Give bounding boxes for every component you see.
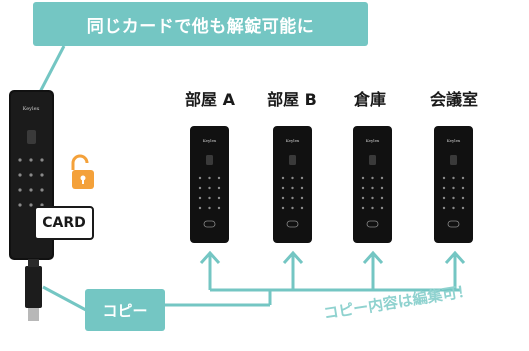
copy-distribution-lines [165, 288, 460, 307]
keypad-key [461, 206, 465, 210]
keypad-key [208, 186, 211, 190]
keypad-key [291, 206, 294, 210]
callout-connector [38, 45, 66, 93]
keypad-key [361, 196, 365, 200]
keypad-key [281, 186, 285, 190]
keypad-key [452, 206, 455, 210]
keypad-key [29, 158, 33, 162]
keypad-key [371, 206, 374, 210]
keypad-key [18, 188, 22, 192]
keypad-key [198, 206, 202, 210]
keypad-key [442, 196, 446, 200]
keypad-key [217, 206, 221, 210]
keypad-key [29, 188, 33, 192]
card-badge: CARD [34, 206, 94, 240]
room-label-a: 部屋 A [185, 90, 235, 109]
keypad-key [380, 186, 384, 190]
keypad-key [198, 176, 202, 180]
device-brand: Keylex [23, 106, 40, 112]
target-device-brand: Keylex [286, 138, 300, 143]
keypad-key [461, 196, 465, 200]
keypad-key [300, 176, 304, 180]
target-keypad-device: Keylex [353, 126, 392, 243]
keypad-key [442, 206, 446, 210]
keypad-key [18, 203, 22, 207]
up-arrow [444, 250, 466, 290]
keypad-key [217, 186, 221, 190]
keypad-key [198, 186, 202, 190]
room-label-storage: 倉庫 [353, 90, 386, 109]
keypad-key [18, 158, 22, 162]
keypad-key [361, 186, 365, 190]
keypad-key [361, 176, 365, 180]
up-arrow [362, 250, 384, 290]
keypad-key [371, 186, 374, 190]
keypad-key [281, 196, 285, 200]
keypad-key [452, 176, 455, 180]
keypad-key [281, 206, 285, 210]
room-label-b: 部屋 B [267, 90, 317, 109]
keypad-key [29, 173, 33, 177]
feature-callout-text: 同じカードで他も解錠可能に [86, 16, 315, 37]
target-device-brand: Keylex [366, 138, 380, 143]
keypad-key [380, 206, 384, 210]
keypad-key [208, 196, 211, 200]
keypad-key [208, 206, 211, 210]
unlocked-padlock-icon [71, 154, 94, 189]
keypad-key [380, 196, 384, 200]
keypad-key [461, 186, 465, 190]
keypad-key [281, 176, 285, 180]
room-label-meeting: 会議室 [429, 90, 478, 109]
target-keypad-device: Keylex [434, 126, 473, 243]
keypad-key [198, 196, 202, 200]
keypad-key [361, 206, 365, 210]
keypad-key [452, 186, 455, 190]
keypad-key [461, 176, 465, 180]
keypad-key [452, 196, 455, 200]
keypad-key [300, 196, 304, 200]
keypad-key [380, 176, 384, 180]
copy-tag-text: コピー [102, 301, 148, 320]
keypad-key [371, 176, 374, 180]
keypad-key [40, 188, 44, 192]
keypad-key [291, 186, 294, 190]
keypad-key [217, 196, 221, 200]
target-device-brand: Keylex [203, 138, 217, 143]
keypad-key [371, 196, 374, 200]
target-keypad-device: Keylex [190, 126, 229, 243]
up-arrow [282, 250, 304, 290]
keypad-key [18, 173, 22, 177]
keypad-key [442, 186, 446, 190]
usb-stick [25, 259, 42, 321]
card-badge-text: CARD [42, 215, 86, 231]
target-keypad-device: Keylex [273, 126, 312, 243]
target-device-brand: Keylex [447, 138, 461, 143]
keypad-key [291, 176, 294, 180]
feature-callout: 同じカードで他も解錠可能に [33, 2, 368, 46]
keypad-key [208, 176, 211, 180]
keypad-key [442, 176, 446, 180]
usb-connector [42, 285, 87, 312]
keypad-key [29, 203, 33, 207]
keypad-key [40, 203, 44, 207]
keypad-key [40, 158, 44, 162]
copy-tag: コピー [85, 289, 165, 331]
keypad-key [217, 176, 221, 180]
up-arrow [199, 250, 221, 290]
keypad-key [300, 206, 304, 210]
keypad-key [291, 196, 294, 200]
keypad-key [40, 173, 44, 177]
keypad-key [300, 186, 304, 190]
